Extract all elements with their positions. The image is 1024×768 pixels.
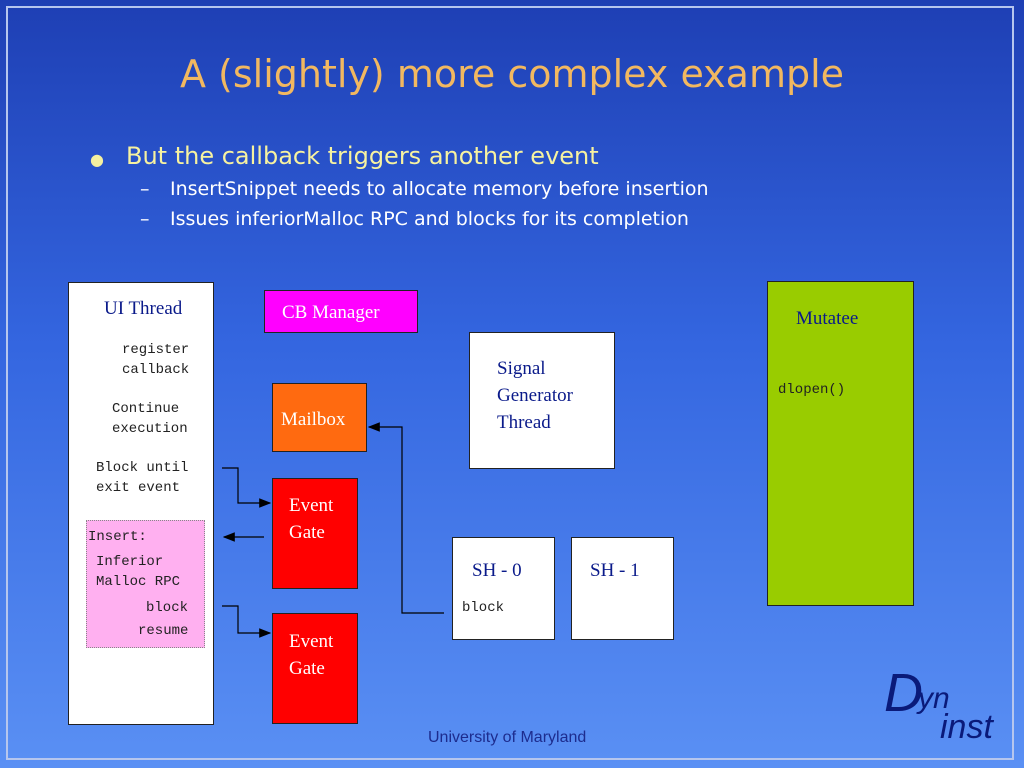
event-gate-1-line1: Event bbox=[289, 495, 334, 516]
sh0-state: block bbox=[462, 600, 505, 616]
signal-generator-box bbox=[469, 332, 615, 469]
signal-generator-line2: Generator bbox=[497, 385, 573, 406]
arrow-resume-to-event-gate-2 bbox=[222, 605, 272, 638]
footer-institution: University of Maryland bbox=[428, 729, 587, 746]
ui-thread-title: UI Thread bbox=[104, 298, 183, 319]
slide-frame bbox=[6, 6, 1014, 760]
ui-block-line2: exit event bbox=[96, 480, 181, 496]
ui-inferior-line2: Malloc RPC bbox=[96, 574, 181, 590]
mutatee-title: Mutatee bbox=[796, 308, 859, 329]
signal-generator-line3: Thread bbox=[497, 412, 551, 433]
mutatee-box bbox=[767, 281, 914, 606]
insert-highlight-box bbox=[86, 520, 205, 648]
event-gate-1-box bbox=[272, 478, 358, 589]
mutatee-call: dlopen() bbox=[778, 382, 846, 398]
mailbox-box bbox=[272, 383, 367, 452]
sh1-box bbox=[571, 537, 674, 640]
slide-title: A (slightly) more complex example bbox=[179, 52, 845, 96]
bullet-dot-icon: ● bbox=[90, 150, 104, 169]
sh0-box bbox=[452, 537, 555, 640]
mailbox-label: Mailbox bbox=[281, 409, 346, 430]
sh1-label: SH - 1 bbox=[590, 560, 640, 581]
signal-generator-line1: Signal bbox=[497, 358, 546, 379]
ui-continue-line1: Continue bbox=[112, 401, 180, 417]
arrow-block-to-event-gate-1 bbox=[222, 467, 272, 508]
sub-bullet-1: InsertSnippet needs to allocate memory b… bbox=[170, 178, 709, 200]
dash-icon: – bbox=[140, 208, 150, 230]
ui-thread-box bbox=[68, 282, 214, 725]
event-gate-2-line1: Event bbox=[289, 631, 334, 652]
sh0-label: SH - 0 bbox=[472, 560, 522, 581]
event-gate-2-box bbox=[272, 613, 358, 724]
cb-manager-label: CB Manager bbox=[282, 302, 380, 323]
ui-resume-word: resume bbox=[138, 623, 189, 639]
event-gate-1-line2: Gate bbox=[289, 522, 325, 543]
dash-icon: – bbox=[140, 178, 150, 200]
cb-manager-box bbox=[264, 290, 418, 333]
ui-continue-line2: execution bbox=[112, 421, 188, 437]
ui-block-line1: Block until bbox=[96, 460, 189, 476]
sub-bullet-2: Issues inferiorMalloc RPC and blocks for… bbox=[170, 208, 689, 230]
event-gate-2-line2: Gate bbox=[289, 658, 325, 679]
ui-insert-label: Insert: bbox=[88, 529, 147, 545]
ui-inferior-line1: Inferior bbox=[96, 554, 164, 570]
ui-register-line2: callback bbox=[122, 362, 190, 378]
arrow-sh0-to-mailbox bbox=[367, 422, 444, 614]
ui-block-word: block bbox=[146, 600, 189, 616]
main-bullet: But the callback triggers another event bbox=[126, 142, 599, 170]
ui-register-line1: register bbox=[122, 342, 190, 358]
